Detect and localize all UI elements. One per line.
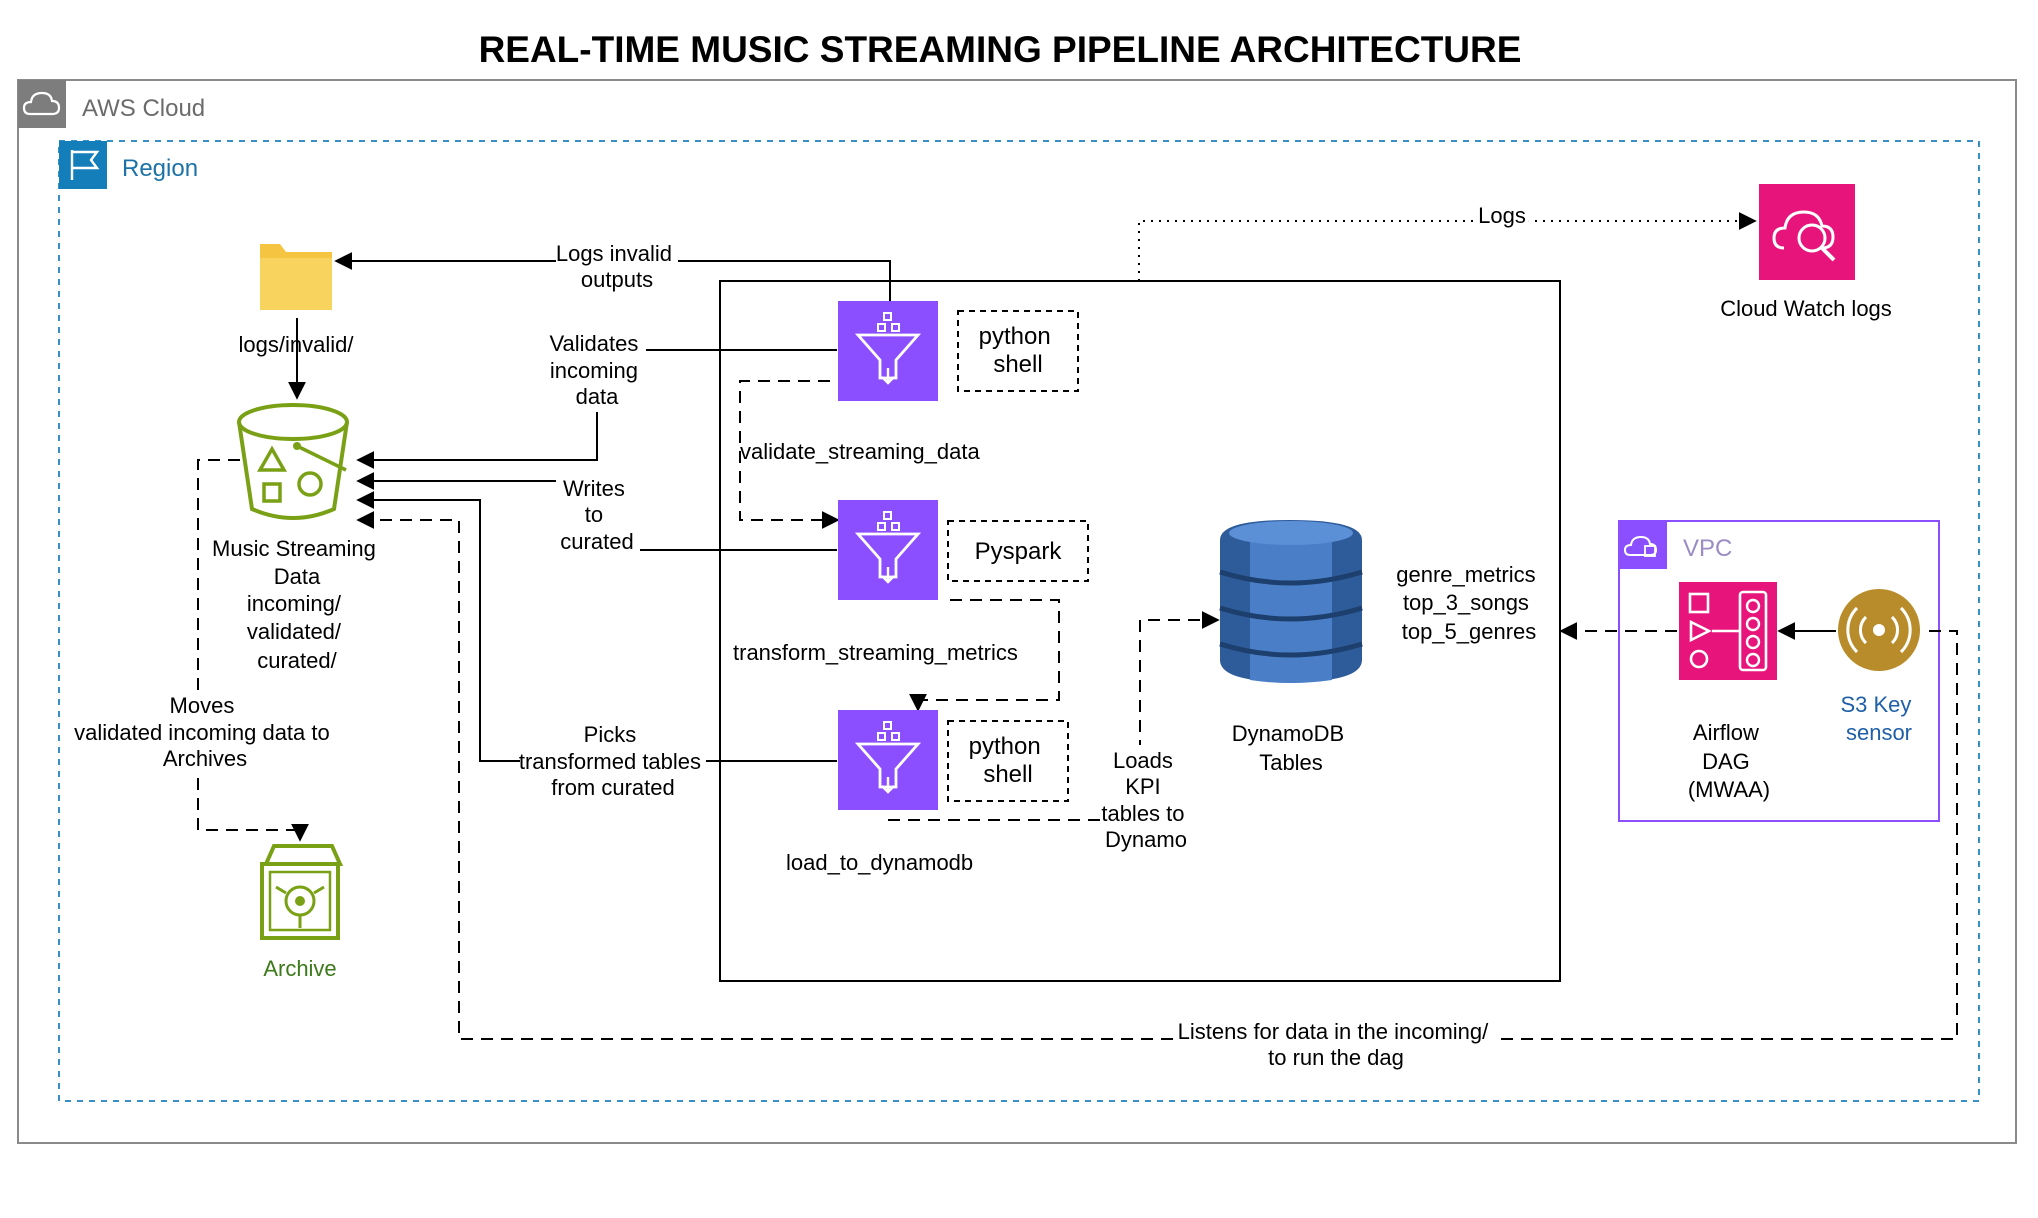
svg-text:python shell: python shell (969, 733, 1048, 788)
glue-job-validate: validate_streaming_data (740, 301, 980, 464)
edge-logs-invalid (334, 252, 891, 301)
runtime-badge-python-shell-2: python shell (947, 720, 1069, 802)
airflow-dag: Airflow DAG (MWAA) (1679, 582, 1777, 802)
sensor-label: S3 Key sensor (1840, 692, 1917, 745)
svg-text:python shell: python shell (979, 323, 1058, 378)
music-streaming-bucket: Music Streaming Data incoming/ validated… (212, 403, 382, 673)
archive-node: Archive (260, 844, 344, 981)
bucket-name: Music Streaming Data (212, 536, 382, 589)
dynamodb-icon (1219, 520, 1363, 683)
region-group: Region (58, 140, 1980, 1102)
svg-text:Archive: Archive (263, 956, 336, 981)
edge-logs-cloudwatch (1138, 212, 1757, 281)
vpc-cloud-icon (1619, 521, 1667, 569)
airflow-label: Airflow DAG (MWAA) (1688, 720, 1770, 802)
svg-text:Pyspark: Pyspark (975, 538, 1063, 565)
edge-label-validates: Validates incoming data (550, 331, 645, 409)
job-name: load_to_dynamodb (786, 850, 973, 875)
dynamodb-tables: DynamoDB Tables genre_metrics top_3_song… (1219, 520, 1542, 775)
job-name: transform_streaming_metrics (733, 640, 1018, 665)
edge-label-logs-invalid: Logs invalid outputs (556, 241, 678, 292)
aws-cloud-label: AWS Cloud (82, 95, 205, 122)
edge-label-picks: Picks transformed tables from curated (519, 722, 707, 800)
job-name: validate_streaming_data (740, 439, 980, 464)
edge-label-loads: Loads KPI tables to Dynamo (1101, 748, 1190, 852)
dynamodb-table-list: genre_metrics top_3_songs top_5_genres (1396, 562, 1542, 644)
diagram-title: REAL-TIME MUSIC STREAMING PIPELINE ARCHI… (479, 29, 1522, 70)
glacier-archive-icon (260, 844, 344, 940)
svg-text:Cloud Watch logs: Cloud Watch logs (1720, 296, 1892, 321)
bucket-prefixes: incoming/ validated/ curated/ (247, 591, 347, 673)
cloudwatch-logs: Cloud Watch logs (1720, 184, 1892, 321)
edge-label-logs: Logs (1478, 203, 1526, 228)
dynamodb-label: DynamoDB Tables (1232, 721, 1351, 775)
region-flag-icon (59, 141, 107, 189)
glue-icon (838, 301, 938, 401)
glue-icon (838, 710, 938, 810)
logs-invalid-folder: logs/invalid/ (239, 244, 355, 357)
vpc-group: VPC (1618, 520, 1940, 822)
s3-key-sensor: S3 Key sensor (1838, 589, 1920, 745)
glue-job-load: load_to_dynamodb (786, 710, 973, 875)
edge-label-listens: Listens for data in the incoming/ to run… (1178, 1019, 1495, 1070)
edge-validate-to-transform (739, 380, 840, 529)
s3-bucket-icon (237, 403, 349, 520)
edge-transform-to-load (909, 599, 1060, 712)
vpc-label: VPC (1683, 535, 1732, 562)
region-label: Region (122, 155, 198, 182)
edge-moves-archive (197, 459, 309, 842)
glue-job-transform: transform_streaming_metrics (733, 500, 1018, 665)
edge-label-moves: Moves validated incoming data to Archive… (74, 693, 336, 771)
runtime-badge-pyspark: Pyspark (947, 520, 1089, 582)
svg-text:logs/invalid/: logs/invalid/ (239, 332, 355, 357)
edge-loads-dynamo (888, 611, 1220, 821)
glue-icon (838, 500, 938, 600)
runtime-badge-python-shell-1: python shell (957, 310, 1079, 392)
edge-label-writes: Writes to curated (560, 476, 633, 554)
aws-cloud-group: AWS Cloud (17, 79, 2017, 1144)
